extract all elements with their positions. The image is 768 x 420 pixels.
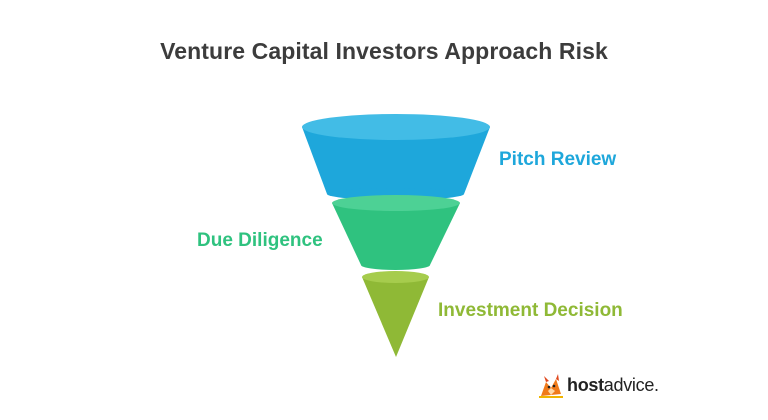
funnel-stage-3-top-rim	[362, 271, 429, 283]
stage-label-pitch-review: Pitch Review	[499, 149, 617, 170]
funnel-stage-2-bottom-rim	[361, 260, 430, 270]
fox-mascot-icon	[539, 374, 563, 398]
funnel-stage-3-body	[362, 277, 429, 357]
logo-wordmark-regular: advice.	[603, 375, 659, 395]
logo-wordmark: hostadvice.	[567, 375, 659, 396]
funnel-stage-2-body	[332, 203, 460, 265]
funnel-stage-investment-decision	[362, 271, 429, 357]
funnel-stage-1-body	[302, 127, 490, 194]
hostadvice-logo: hostadvice.	[537, 372, 659, 400]
funnel-stage-1-top-rim	[302, 114, 490, 140]
stage-label-investment-decision: Investment Decision	[438, 300, 623, 321]
funnel-stage-pitch-review	[302, 114, 490, 200]
logo-wordmark-bold: host	[567, 375, 604, 395]
funnel-stage-due-diligence	[332, 195, 460, 270]
stage-label-due-diligence: Due Diligence	[197, 230, 323, 251]
diagram-title: Venture Capital Investors Approach Risk	[160, 38, 608, 64]
funnel-stage-2-top-rim	[332, 195, 460, 211]
